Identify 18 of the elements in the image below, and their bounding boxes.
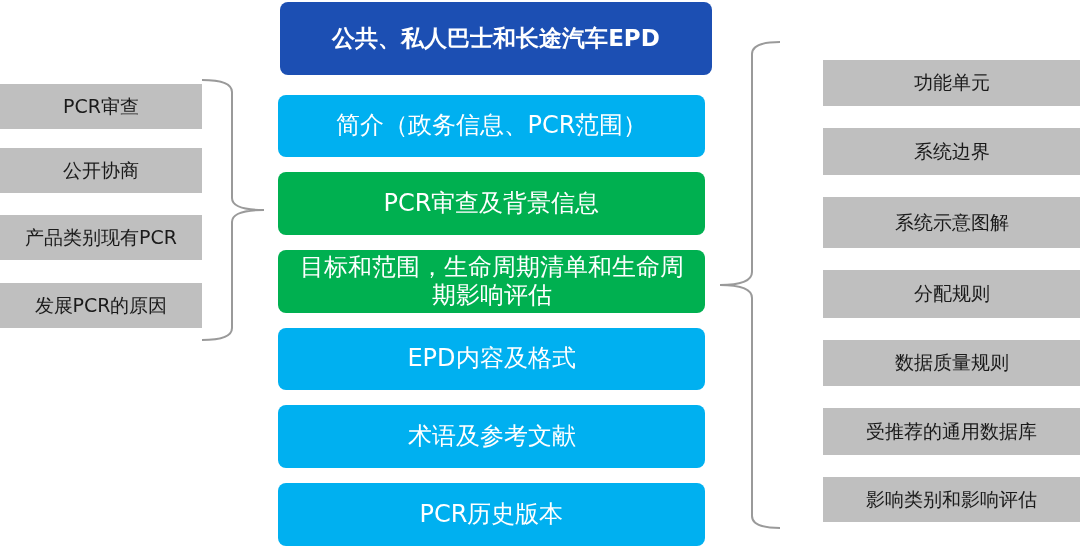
item-box: 系统示意图解 bbox=[823, 197, 1080, 248]
item-box: 功能单元 bbox=[823, 60, 1080, 106]
item-box: 受推荐的通用数据库 bbox=[823, 408, 1080, 455]
item-box: 产品类别现有PCR bbox=[0, 215, 202, 260]
section-box: PCR审查及背景信息 bbox=[278, 172, 705, 235]
item-box: 数据质量规则 bbox=[823, 340, 1080, 386]
section-box: 术语及参考文献 bbox=[278, 405, 705, 468]
item-box: 系统边界 bbox=[823, 128, 1080, 175]
item-box: 公开协商 bbox=[0, 148, 202, 193]
section-box: EPD内容及格式 bbox=[278, 328, 705, 390]
item-box: 分配规则 bbox=[823, 270, 1080, 318]
item-box: PCR审查 bbox=[0, 84, 202, 129]
section-box: 目标和范围，生命周期清单和生命周期影响评估 bbox=[278, 250, 705, 313]
section-box: 简介（政务信息、PCR范围） bbox=[278, 95, 705, 157]
title-box: 公共、私人巴士和长途汽车EPD bbox=[280, 2, 712, 75]
item-box: 发展PCR的原因 bbox=[0, 283, 202, 328]
item-box: 影响类别和影响评估 bbox=[823, 477, 1080, 522]
section-box: PCR历史版本 bbox=[278, 483, 705, 546]
